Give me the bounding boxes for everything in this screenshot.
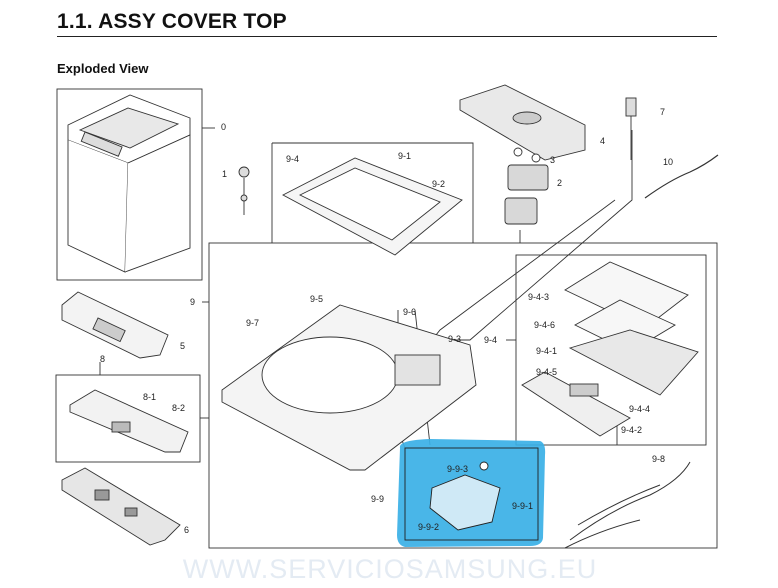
watermark-text: WWW.SERVICIOSAMSUNG.EU (182, 554, 598, 584)
label-9-1: 9-1 (398, 151, 411, 161)
harness-9-8-drawing (564, 461, 691, 549)
label-3: 3 (550, 155, 555, 165)
part-1-drawing (238, 166, 250, 215)
part-7-drawing (625, 97, 637, 160)
label-9-3: 9-3 (448, 334, 461, 344)
panel-8-drawing (69, 389, 189, 453)
label-9-9-2: 9-9-2 (418, 522, 439, 532)
label-9-7: 9-7 (246, 318, 259, 328)
box-part-9-4 (515, 254, 707, 446)
label-9-5: 9-5 (310, 294, 323, 304)
label-9-4-5: 9-4-5 (536, 367, 557, 377)
label-4: 4 (600, 136, 605, 146)
box-part-0 (56, 88, 203, 281)
label-9-4-side: 9-4 (484, 335, 497, 345)
label-7: 7 (660, 107, 665, 117)
label-1: 1 (222, 169, 227, 179)
parts-9-4-drawing (521, 261, 699, 437)
section-subtitle: Exploded View (57, 61, 149, 76)
label-9: 9 (190, 297, 195, 307)
top-cover-9-7-drawing (221, 304, 477, 471)
label-8-1: 8-1 (143, 392, 156, 402)
label-9-4-top: 9-4 (286, 154, 299, 164)
pcb-6-drawing (61, 467, 181, 546)
part-10-drawing (644, 154, 719, 199)
label-9-4-2: 9-4-2 (621, 425, 642, 435)
title-rule (57, 36, 717, 37)
label-8-2: 8-2 (172, 403, 185, 413)
label-9-4-6: 9-4-6 (534, 320, 555, 330)
label-9-9-3: 9-9-3 (447, 464, 468, 474)
label-9-6: 9-6 (403, 307, 416, 317)
label-9-4-3: 9-4-3 (528, 292, 549, 302)
label-9-4-1: 9-4-1 (536, 346, 557, 356)
part-2-drawing (504, 147, 549, 225)
label-6: 6 (184, 525, 189, 535)
label-9-2: 9-2 (432, 179, 445, 189)
part-4-drawing (459, 84, 586, 161)
label-9-9-1: 9-9-1 (512, 501, 533, 511)
control-panel-drawing (61, 291, 169, 359)
label-2: 2 (557, 178, 562, 188)
label-10: 10 (663, 157, 673, 167)
box-part-8 (55, 374, 201, 463)
box-part-9 (208, 242, 718, 549)
label-0: 0 (221, 122, 226, 132)
label-9-8: 9-8 (652, 454, 665, 464)
washer-body-drawing (67, 94, 191, 273)
label-8: 8 (100, 354, 105, 364)
label-5: 5 (180, 341, 185, 351)
label-9-9: 9-9 (371, 494, 384, 504)
drawer-9-9-drawing (429, 461, 501, 531)
cover-9-4-drawing (282, 157, 463, 256)
page-title: 1.1. ASSY COVER TOP (57, 10, 287, 33)
label-9-4-4: 9-4-4 (629, 404, 650, 414)
